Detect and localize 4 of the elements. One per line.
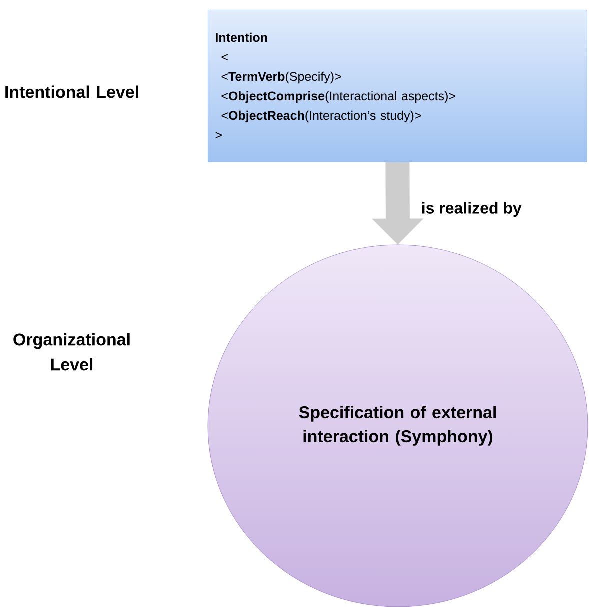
level-label: Intentional Level bbox=[6, 86, 138, 98]
level-label: Organizational Level bbox=[14, 333, 130, 371]
intention-box: Intention < <TermVerb(Specify)> <ObjectComprise(Interactional aspects)> <ObjectReach(Interaction’s study)> > bbox=[208, 10, 588, 162]
edge-label: is realized by bbox=[422, 202, 522, 218]
